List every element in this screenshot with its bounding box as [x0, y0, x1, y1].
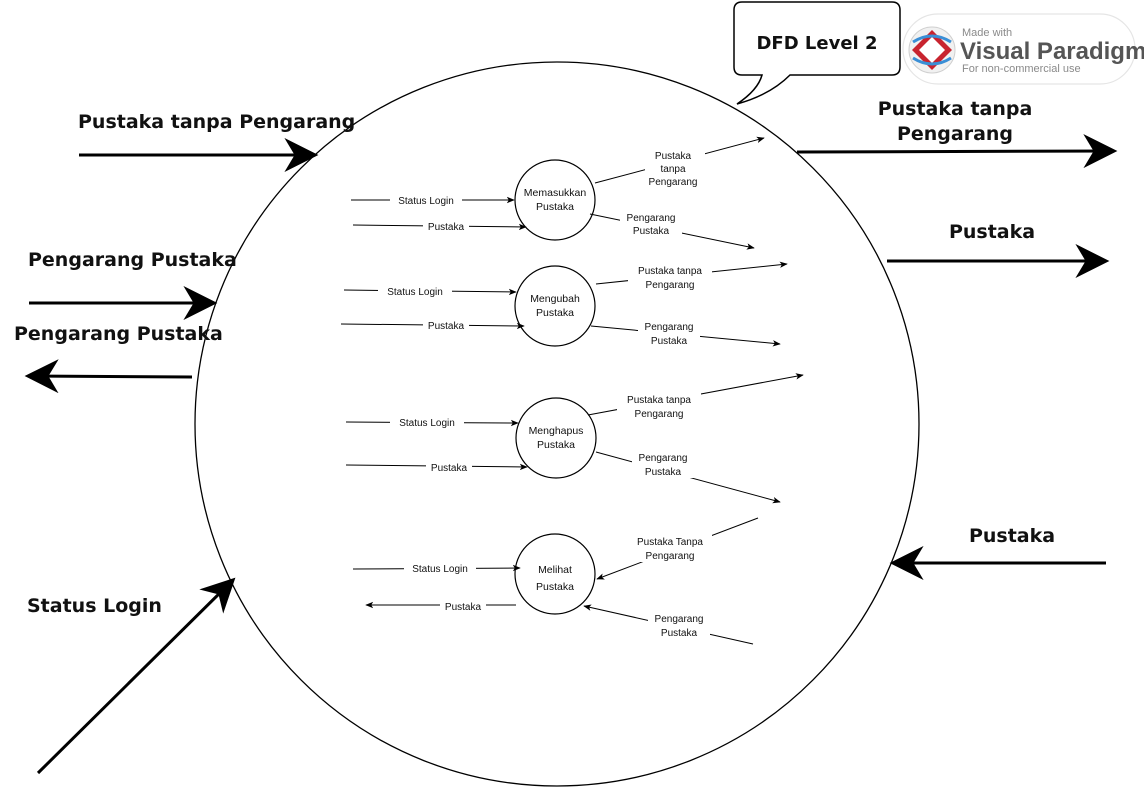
watermark-line2: Visual Paradigm	[960, 38, 1144, 65]
flow-label: Pengarang	[646, 551, 695, 562]
process-menghapus-pustaka: Menghapus Pustaka Status Login Pustaka P…	[345, 373, 804, 504]
visual-paradigm-logo-icon	[908, 26, 956, 74]
flow-label: Pustaka	[428, 222, 465, 233]
process-name-line2: Pustaka	[537, 439, 575, 451]
flow-label-out-pustaka-tanpa-pengarang-1: Pustaka tanpa	[878, 98, 1033, 120]
flow-label-out-pustaka: Pustaka	[949, 221, 1035, 243]
flow-label: Pustaka	[655, 151, 692, 162]
flow-label: Pustaka	[431, 463, 468, 474]
process-name-line2: Pustaka	[536, 581, 574, 593]
flow-label: Status Login	[399, 418, 455, 429]
flow-label: Status Login	[398, 196, 454, 207]
callout-title: DFD Level 2	[756, 33, 877, 54]
watermark-line1: Made with	[962, 27, 1012, 39]
process-circle	[514, 159, 596, 241]
flow-label: Status Login	[387, 287, 443, 298]
flow-label: Pustaka	[445, 602, 482, 613]
flow-label-out-pengarang-pustaka: Pengarang Pustaka	[14, 323, 223, 345]
process-name-line1: Memasukkan	[524, 187, 587, 199]
process-memasukkan-pustaka: Memasukkan Pustaka Status Login Pustaka …	[351, 136, 765, 250]
flow-label: Pengarang	[655, 614, 704, 625]
process-name-line1: Melihat	[538, 564, 572, 576]
flow-label-in-status-login: Status Login	[27, 595, 162, 617]
flow-label-in-pengarang-pustaka: Pengarang Pustaka	[28, 249, 237, 271]
flow-label: Pengarang	[627, 213, 676, 224]
flow-label: Pengarang	[639, 453, 688, 464]
flow-label: tanpa	[660, 164, 685, 175]
system-boundary-circle	[194, 61, 920, 787]
flow-label: Pustaka	[645, 467, 682, 478]
process-circle	[515, 397, 597, 479]
flow-arrow-out-pengarang-pustaka	[24, 359, 193, 394]
process-mengubah-pustaka: Mengubah Pustaka Status Login Pustaka Pu…	[340, 261, 788, 347]
watermark-line3: For non-commercial use	[962, 63, 1081, 75]
flow-label: Status Login	[412, 564, 468, 575]
callout: DFD Level 2	[733, 1, 901, 105]
external-flows: Pustaka tanpa Pengarang Pengarang Pustak…	[14, 98, 1118, 775]
flow-label: Pengarang	[635, 409, 684, 420]
flow-label-out-pustaka-tanpa-pengarang-2: Pengarang	[897, 123, 1013, 145]
flow-arrow-in-status-login	[36, 577, 236, 775]
flow-label-in-pustaka: Pustaka	[969, 525, 1055, 547]
process-circle	[514, 533, 596, 615]
flow-label: Pustaka Tanpa	[637, 537, 703, 548]
process-melihat-pustaka: Melihat Pustaka Status Login Pustaka Pus…	[352, 517, 759, 645]
flow-label: Pustaka	[428, 321, 465, 332]
flow-label: Pustaka tanpa	[627, 395, 691, 406]
flow-label: Pustaka	[661, 628, 698, 639]
flow-label: Pengarang	[646, 280, 695, 291]
process-name-line2: Pustaka	[536, 201, 574, 213]
flow-label: Pengarang	[649, 177, 698, 188]
flow-label: Pustaka tanpa	[638, 266, 702, 277]
flow-label: Pustaka	[651, 336, 688, 347]
flow-arrow-out-pustaka-tanpa-pengarang	[796, 134, 1118, 169]
process-name-line1: Mengubah	[530, 293, 580, 305]
process-name-line1: Menghapus	[529, 425, 584, 437]
process-circle	[514, 265, 596, 347]
flow-label-in-pustaka-tanpa-pengarang: Pustaka tanpa Pengarang	[78, 111, 355, 133]
flow-label: Pengarang	[645, 322, 694, 333]
visual-paradigm-watermark: Made with Visual Paradigm For non-commer…	[902, 13, 1144, 85]
process-name-line2: Pustaka	[536, 307, 574, 319]
flow-label: Pustaka	[633, 226, 670, 237]
